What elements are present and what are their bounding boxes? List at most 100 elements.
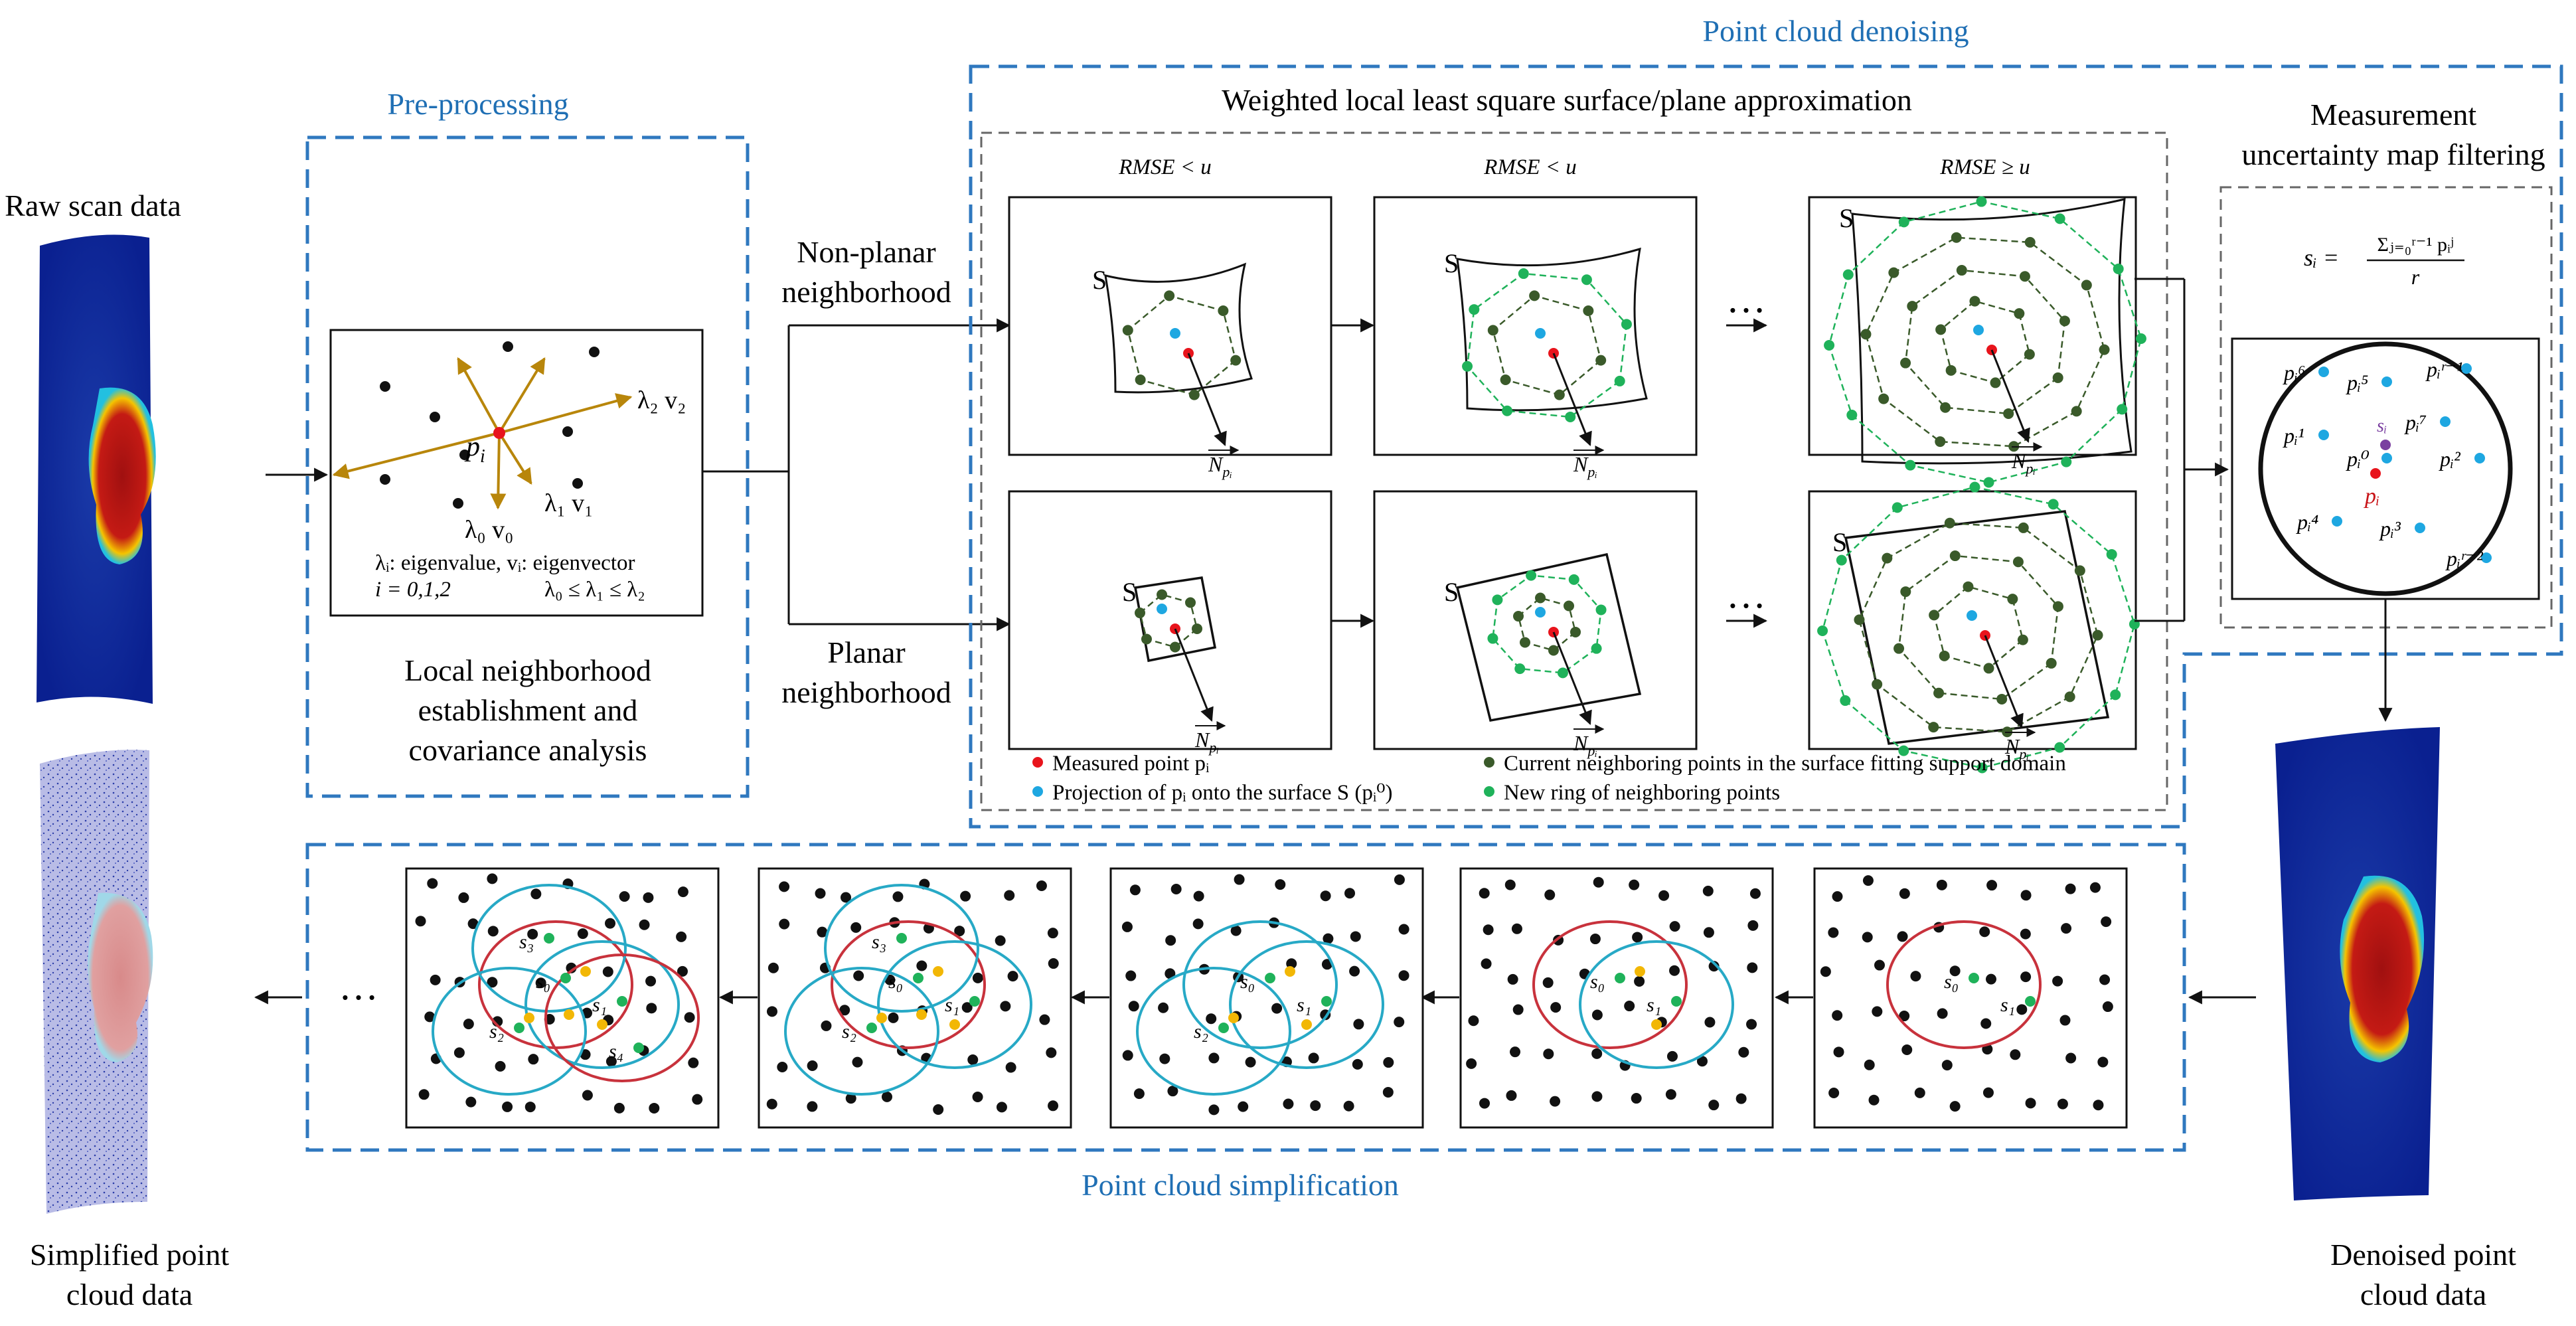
cloud-point bbox=[1245, 1056, 1256, 1068]
neighbor-point bbox=[1935, 436, 1946, 448]
neighbor-point bbox=[1570, 626, 1581, 637]
seed-label: s₃ bbox=[519, 931, 534, 953]
plane-outline bbox=[1455, 552, 1642, 722]
new-ring-point bbox=[1898, 745, 1909, 756]
neighbor-ring bbox=[1897, 554, 2059, 701]
new-ring-point bbox=[1462, 361, 1473, 372]
cloud-point bbox=[1828, 927, 1839, 938]
cloud-point bbox=[892, 891, 904, 902]
cloud-point bbox=[1666, 1050, 1678, 1062]
cloud-point bbox=[1632, 932, 1643, 943]
cloud-point bbox=[1167, 1086, 1178, 1097]
cloud-point bbox=[524, 1102, 536, 1113]
cloud-point bbox=[1937, 1008, 1948, 1019]
denoise-panel-frame bbox=[1808, 196, 2137, 456]
cloud-point bbox=[424, 1011, 436, 1023]
cloud-point bbox=[1039, 1014, 1050, 1025]
sample-point-label: pᵢʳ⁻¹ bbox=[2425, 357, 2463, 381]
seed-point bbox=[1615, 973, 1625, 983]
cloud-point bbox=[1820, 966, 1831, 977]
seed-point bbox=[560, 973, 571, 983]
cloud-point bbox=[1481, 958, 1492, 969]
cloud-point bbox=[1507, 973, 1518, 985]
denoising-panels: SNpᵢSNpᵢSNpᵢSNpᵢSNpᵢSNpᵢ…… bbox=[1008, 196, 2146, 774]
neighbor-point bbox=[1500, 374, 1511, 385]
retained-point bbox=[933, 966, 943, 977]
sample-point-label: pᵢ⁷ bbox=[2404, 410, 2427, 434]
cloud-point bbox=[1344, 888, 1356, 899]
neighbor-point bbox=[1928, 722, 1939, 733]
denoising-inner-border bbox=[980, 131, 2168, 811]
cloud-point bbox=[766, 1098, 777, 1110]
neighbor-point bbox=[1535, 592, 1546, 604]
cloud-point bbox=[643, 892, 654, 903]
preprocessing-caption-3: covariance analysis bbox=[409, 733, 647, 767]
cloud-point bbox=[995, 935, 1006, 946]
cloud-point bbox=[2020, 890, 2032, 901]
neighbor-point bbox=[2014, 308, 2025, 319]
cloud-point bbox=[605, 1056, 617, 1067]
seed-label: s₁ bbox=[1297, 994, 1311, 1016]
cloud-point bbox=[1704, 1017, 1716, 1028]
cloud-point bbox=[2052, 975, 2063, 987]
sampling-circle bbox=[1579, 940, 1734, 1069]
cloud-point bbox=[996, 1102, 1007, 1113]
cloud-point bbox=[1394, 874, 1405, 885]
cloud-point bbox=[2025, 1098, 2036, 1109]
cloud-point bbox=[1708, 961, 1720, 972]
eigen-diagram bbox=[332, 341, 633, 510]
cloud-point bbox=[1352, 1058, 1363, 1070]
new-ring-point bbox=[1591, 643, 1602, 654]
simplification-frame bbox=[758, 867, 1072, 1129]
cloud-point bbox=[1899, 888, 1910, 899]
neighbor-point bbox=[1122, 325, 1133, 336]
neighbor-point bbox=[2024, 349, 2035, 360]
projection-point bbox=[1535, 328, 1546, 339]
sampling-circle bbox=[877, 940, 1032, 1069]
new-ring-point bbox=[1514, 663, 1526, 675]
raw-scan-label: Raw scan data bbox=[5, 189, 181, 222]
cloud-point bbox=[1398, 924, 1409, 935]
neighbor-point bbox=[1882, 552, 1893, 564]
seed-point bbox=[1218, 1023, 1229, 1033]
preprocessing-title: Pre-processing bbox=[387, 87, 568, 121]
neighbor-point bbox=[1164, 290, 1175, 301]
formula-denominator: r bbox=[2411, 265, 2420, 289]
cloud-point bbox=[1383, 1057, 1394, 1068]
cloud-point bbox=[1833, 1046, 1844, 1058]
new-ring bbox=[1466, 272, 1628, 418]
legend-new-ring: New ring of neighboring points bbox=[1504, 781, 1780, 805]
neighbor-point bbox=[2012, 556, 2024, 568]
cloud-point bbox=[1170, 884, 1182, 895]
cloud-point bbox=[779, 881, 790, 892]
sampling-circle bbox=[1886, 920, 2042, 1049]
neighbor-point bbox=[1940, 402, 1951, 413]
new-ring-point bbox=[2048, 499, 2059, 510]
preprocessing-caption-2: establishment and bbox=[418, 693, 638, 727]
neighbor-point bbox=[1218, 305, 1229, 317]
neighbor-point bbox=[1487, 325, 1498, 336]
cloud-point bbox=[1631, 1093, 1642, 1104]
raw-scan-image bbox=[37, 234, 156, 704]
retained-point bbox=[524, 1013, 534, 1023]
cloud-point bbox=[1624, 1001, 1635, 1012]
filtering-title-2: uncertainty map filtering bbox=[2241, 137, 2545, 171]
cloud-point bbox=[1046, 1047, 1057, 1058]
cloud-point bbox=[1192, 918, 1204, 930]
cloud-point bbox=[639, 919, 650, 930]
sample-point-label: pᵢ³ bbox=[2379, 517, 2401, 540]
cloud-point bbox=[465, 1096, 477, 1108]
cloud-point bbox=[1544, 889, 1556, 900]
cloud-point bbox=[845, 1093, 856, 1104]
retained-point bbox=[1651, 1019, 1662, 1030]
neighbor-point bbox=[1230, 355, 1242, 366]
nonplanar-label-1: Non-planar bbox=[797, 235, 935, 269]
cloud-point bbox=[1669, 921, 1680, 932]
cloud-point bbox=[2010, 1049, 2021, 1060]
neighbor-point bbox=[1944, 517, 1955, 529]
formula-numerator: Σⱼ₌₀ʳ⁻¹ pᵢʲ bbox=[2377, 234, 2453, 256]
cloud-point bbox=[1165, 968, 1176, 979]
